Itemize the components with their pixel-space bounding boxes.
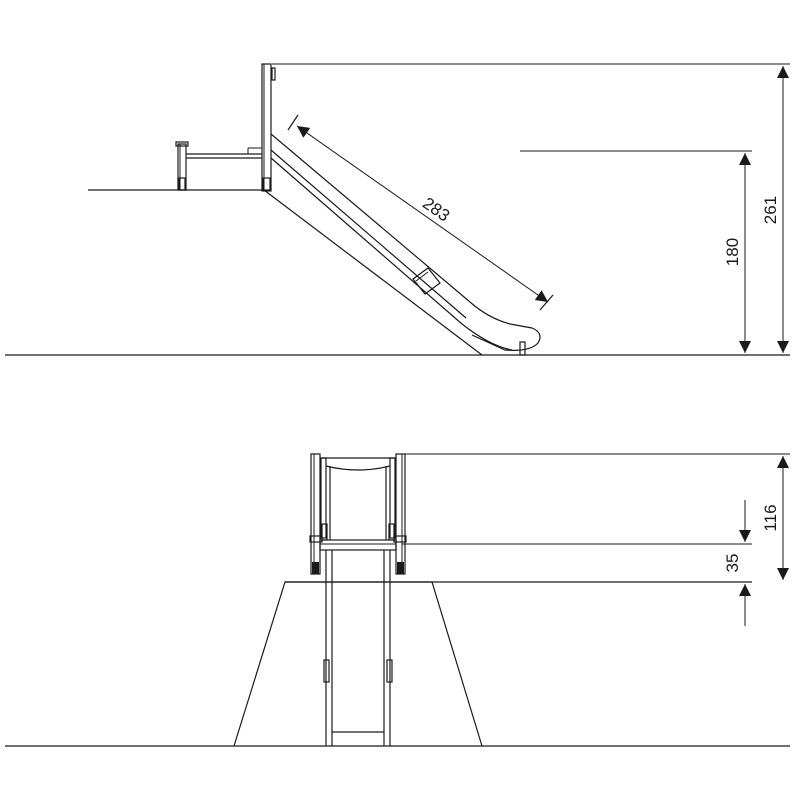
platform-beam [186,147,262,159]
left-post [309,453,327,575]
embankment [233,581,483,747]
total-height-label: 261 [761,196,780,224]
tower-post [261,63,276,192]
front-side-height-label: 35 [723,554,742,573]
slide-label-plate [412,267,441,295]
dim-slide-height: 180 [723,153,751,353]
front-total-height-label: 116 [761,504,780,531]
platform-bar [319,523,397,551]
front-view: 116 35 [5,453,790,747]
right-post [389,453,407,575]
slide-chute-front [323,550,393,746]
dim-front-total: 116 [761,456,789,580]
side-post [175,141,189,191]
dim-total-height: 261 [761,66,789,353]
side-view: 283 180 261 [5,63,790,356]
dim-front-side: 35 [723,500,751,626]
dim-slide-length: 283 [287,114,554,311]
slide-length-label: 283 [419,194,453,226]
slide-entrance [320,457,396,540]
slide-height-label: 180 [723,238,742,266]
slide-side [263,133,541,356]
